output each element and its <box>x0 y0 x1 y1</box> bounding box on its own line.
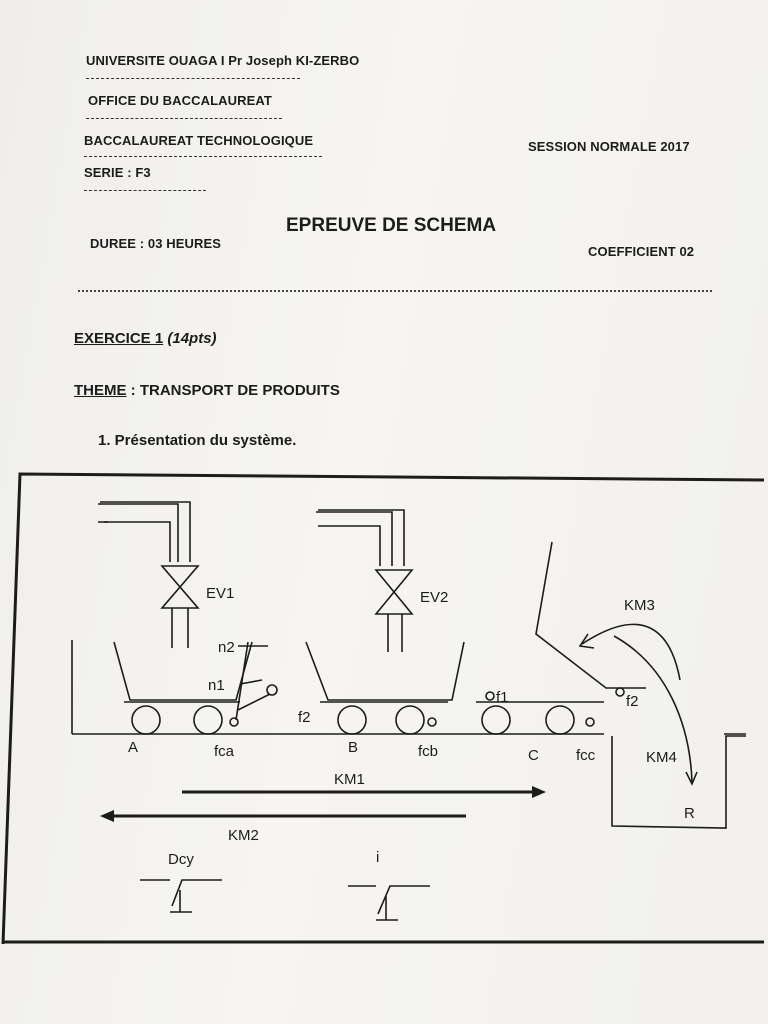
ev2-valve <box>316 509 414 652</box>
n1-label: n1 <box>208 677 225 694</box>
diagram-frame <box>1 472 765 945</box>
theme-value: : TRANSPORT DE PRODUITS <box>126 382 340 399</box>
theme-label: THEME <box>74 382 127 399</box>
office-name: OFFICE DU BACCALAUREAT <box>88 93 272 108</box>
theme-heading: THEME : TRANSPORT DE PRODUITS <box>74 382 340 399</box>
km3-arrow <box>581 623 681 681</box>
km4-label: KM4 <box>646 749 677 766</box>
fca-label: fca <box>214 743 235 760</box>
separator-line <box>78 290 712 292</box>
km1-label: KM1 <box>334 771 365 788</box>
dcy-label: Dcy <box>168 851 194 868</box>
university-name: UNIVERSITE OUAGA I Pr Joseph KI-ZERBO <box>86 53 360 68</box>
wagon-c <box>476 701 604 735</box>
dcy-pushbutton <box>140 879 222 913</box>
fcb-label: fcb <box>418 743 438 760</box>
ev2-label: EV2 <box>420 589 448 606</box>
divider <box>86 118 282 119</box>
exam-title: EPREUVE DE SCHEMA <box>286 215 497 236</box>
system-diagram: EV1 EV2 KM3 <box>1 472 765 945</box>
ev1-valve <box>98 501 200 648</box>
tank-r <box>611 735 746 829</box>
level-sensors-n1-n2 <box>235 641 278 721</box>
km2-label: KM2 <box>228 827 259 844</box>
station-c-label: C <box>528 747 539 764</box>
f2-top-label: f2 <box>626 693 639 710</box>
i-pushbutton <box>348 885 430 921</box>
fcc-switch <box>585 717 595 727</box>
fca-switch <box>229 717 239 727</box>
tank-r-label: R <box>684 805 695 822</box>
exercise-label: EXERCICE 1 <box>74 330 164 347</box>
ev1-label: EV1 <box>206 585 234 602</box>
km4-arrow <box>613 635 693 783</box>
fcc-label: fcc <box>576 747 596 764</box>
divider <box>86 78 300 79</box>
serie: SERIE : F3 <box>84 165 151 180</box>
n2-label: n2 <box>218 639 235 656</box>
bac-type: BACCALAUREAT TECHNOLOGIQUE <box>84 133 314 148</box>
hopper-c <box>535 541 646 689</box>
wagon-b <box>305 641 465 735</box>
duration: DUREE : 03 HEURES <box>90 236 222 251</box>
station-a-label: A <box>128 739 138 756</box>
f1-sensor <box>485 691 495 701</box>
exercise-heading: EXERCICE 1 (14pts) <box>74 330 217 347</box>
i-label: i <box>376 849 379 866</box>
f2-mid-label: f2 <box>298 709 311 726</box>
f2-sensor <box>615 687 625 697</box>
km3-label: KM3 <box>624 597 655 614</box>
divider <box>84 156 322 157</box>
station-b-label: B <box>348 739 358 756</box>
session: SESSION NORMALE 2017 <box>528 139 690 154</box>
divider <box>84 190 206 191</box>
fcb-switch <box>427 717 437 727</box>
coefficient: COEFFICIENT 02 <box>588 244 695 259</box>
section-heading: 1. Présentation du système. <box>98 432 297 449</box>
f1-label: f1 <box>496 689 509 706</box>
exercise-points: (14pts) <box>167 330 217 347</box>
